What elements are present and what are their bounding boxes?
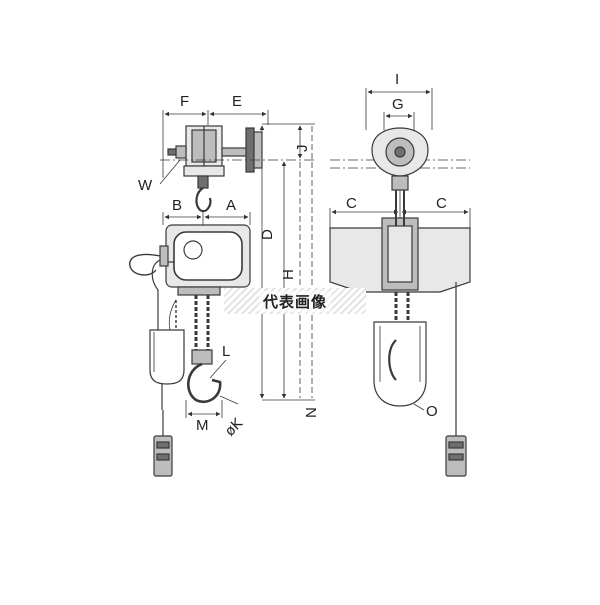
- label-i: I: [395, 71, 399, 88]
- label-a: A: [226, 197, 236, 214]
- label-b: B: [172, 197, 182, 214]
- label-w: W: [138, 177, 153, 194]
- label-d: D: [259, 229, 276, 240]
- label-m: M: [196, 417, 209, 434]
- trolley-front: [371, 127, 429, 191]
- hoist-body-front: [329, 190, 471, 293]
- label-g: G: [392, 96, 404, 113]
- label-c-left: C: [346, 195, 357, 212]
- chain-bucket: [149, 299, 185, 385]
- dimension-m: [185, 395, 239, 418]
- watermark-text: 代表画像: [258, 290, 331, 312]
- label-n: N: [303, 407, 320, 418]
- hoist-body: [159, 224, 251, 296]
- watermark-badge: 代表画像: [224, 288, 366, 314]
- label-f: F: [180, 93, 189, 110]
- dimension-verticals: [259, 123, 315, 401]
- label-o: O: [426, 403, 438, 420]
- dimension-f-e: [162, 110, 269, 178]
- side-view: [129, 110, 315, 477]
- chain-bucket-front: [373, 321, 427, 407]
- label-c-right: C: [436, 195, 447, 212]
- top-hook: [195, 175, 212, 213]
- dimension-b-a: [162, 212, 251, 226]
- label-e: E: [232, 93, 242, 110]
- bottom-hook: [187, 349, 227, 403]
- label-j: J: [294, 145, 311, 153]
- power-cable: [129, 253, 163, 410]
- pendant-switch-front: [445, 435, 467, 477]
- leader-w: [159, 159, 181, 185]
- label-h: H: [280, 269, 297, 280]
- label-l: L: [222, 343, 230, 360]
- leader-o: [413, 403, 425, 411]
- load-chain: [194, 295, 210, 350]
- dimension-i-g: [365, 88, 433, 130]
- label-k: øK: [222, 415, 246, 439]
- trolley: [160, 125, 315, 177]
- pendant-switch: [153, 410, 173, 477]
- front-view: [329, 88, 471, 477]
